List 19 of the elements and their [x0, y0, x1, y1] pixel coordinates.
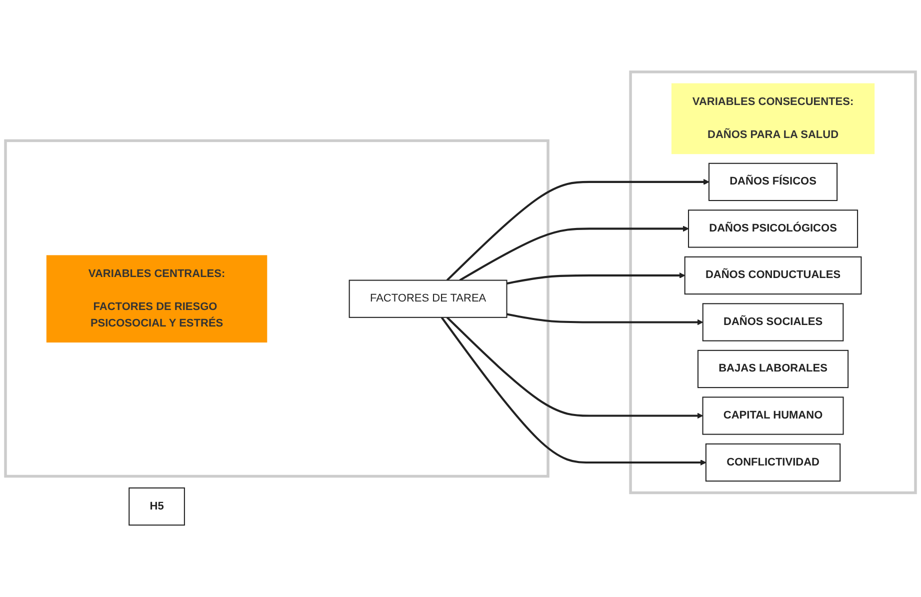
- arrow: [446, 316, 704, 419]
- node-box: DAÑOS CONDUCTUALES: [684, 256, 862, 295]
- arrow: [440, 316, 706, 466]
- cluster: [4, 139, 550, 478]
- node-box: VARIABLES CENTRALES: FACTORES DE RIESGO PSICOSOCIAL Y ESTRÉS: [46, 255, 268, 343]
- arrow: [459, 226, 689, 282]
- node-box: CAPITAL HUMANO: [702, 396, 844, 435]
- arrow: [506, 313, 704, 326]
- node-box: H5: [128, 487, 185, 526]
- arrow: [446, 178, 710, 282]
- node-box: DAÑOS FÍSICOS: [708, 162, 838, 202]
- node-box: DAÑOS SOCIALES: [702, 303, 844, 342]
- node-box: VARIABLES CONSECUENTES: DAÑOS PARA LA SALUD: [671, 83, 875, 154]
- node-box: BAJAS LABORALES: [697, 350, 849, 388]
- cluster: [629, 70, 917, 494]
- node-box: DAÑOS PSICOLÓGICOS: [688, 210, 858, 248]
- arrow: [506, 272, 686, 285]
- node-box: FACTORES DE TAREA: [348, 280, 508, 318]
- node-box: CONFLICTIVIDAD: [705, 443, 841, 482]
